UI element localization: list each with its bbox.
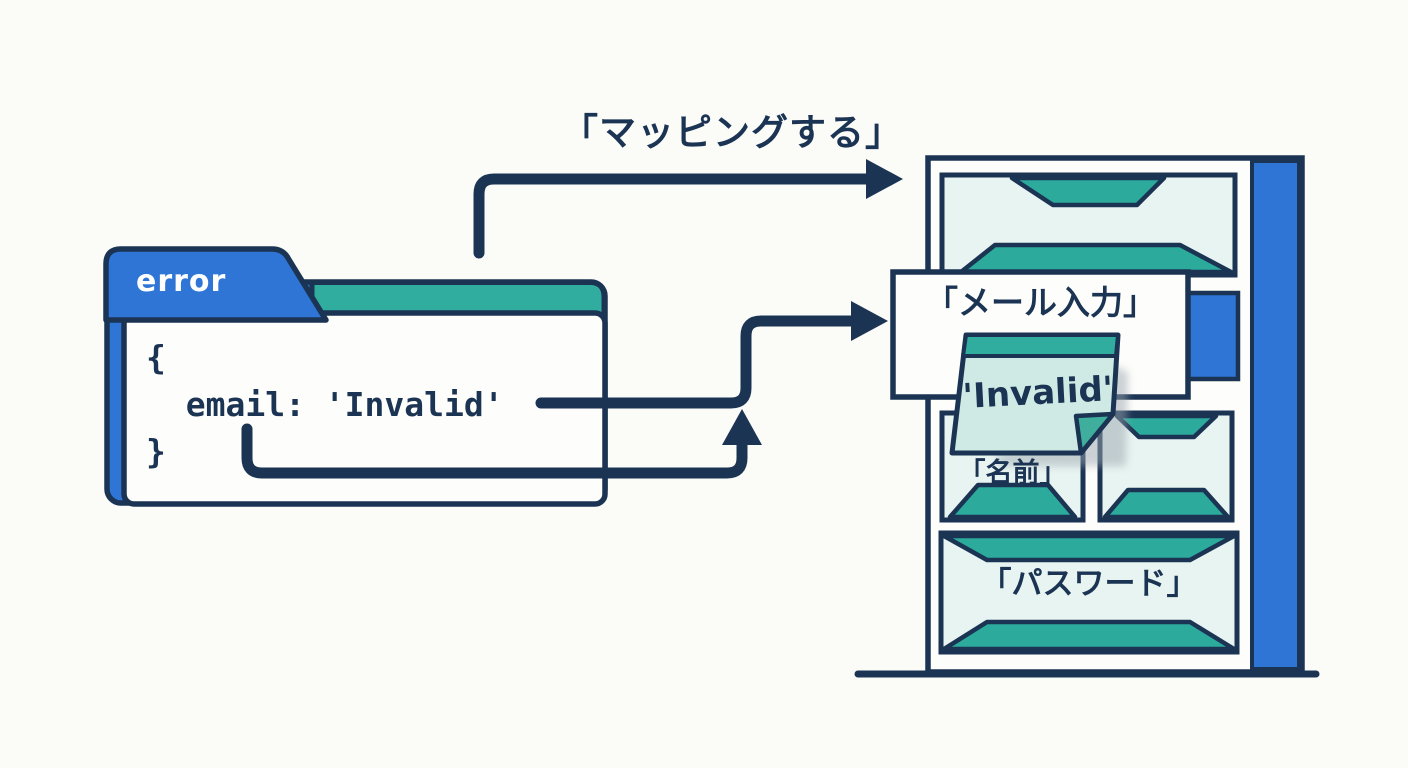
folder-tab-label: error [136, 264, 227, 299]
mapping-arrow-label: 「マッピングする」 [561, 111, 903, 154]
top-envelope-bottom-flap [958, 242, 1234, 275]
error-json-code: { email: 'Invalid' } [146, 338, 504, 471]
name-envelope-bottom-flap [947, 482, 1078, 520]
email-arrowhead-icon [851, 301, 888, 341]
merge-arrowhead-icon [722, 409, 762, 445]
password-envelope-flap [941, 533, 1237, 563]
email-field-label: 「メール入力」 [925, 283, 1156, 322]
misc-envelope-flap [1114, 413, 1219, 440]
password-envelope-bottom-flap [941, 619, 1237, 652]
mapping-arrow [473, 173, 872, 259]
sticky-note-header [961, 333, 1120, 358]
sticky-note-text: 'Invalid' [961, 369, 1115, 417]
merge-arrow [241, 423, 748, 479]
password-field-label: 「パスワード」 [980, 566, 1198, 602]
misc-envelope-bottom-flap [1102, 487, 1231, 520]
form-scrollbar [1250, 159, 1301, 671]
top-envelope-flap [1009, 175, 1167, 208]
folder-tab-shape [103, 246, 329, 323]
mapping-arrowhead-icon [866, 159, 903, 199]
name-field-label: 「名前」 [958, 458, 1067, 489]
sticky-note-fold-icon [1073, 411, 1116, 456]
folder-teal-bar [309, 280, 607, 318]
email-mapping-arrow [535, 315, 857, 409]
